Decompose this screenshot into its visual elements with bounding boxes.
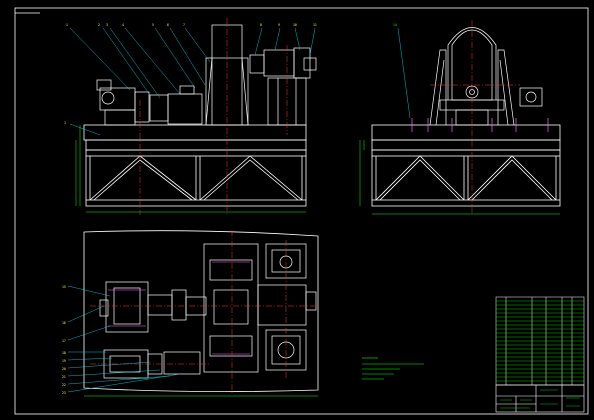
balloon-10: 10 [293,23,297,27]
balloon-22: 22 [62,383,66,387]
parts-list-rows [496,300,584,382]
balloon-17: 17 [62,339,66,343]
sheet-border [14,7,589,415]
balloon-5: 5 [152,23,154,27]
balloon-16: 16 [62,321,66,325]
front-leaders [69,27,316,136]
balloon-8: 8 [260,23,262,27]
title-block-fill [500,389,580,409]
side-frame [371,124,561,207]
front-frame [85,139,307,207]
frame-balloon: 1 [64,121,66,125]
balloon-14: 14 [393,23,397,27]
balloon-21: 21 [62,375,66,379]
balloon-15: 15 [62,285,66,289]
front-centerlines [139,18,288,215]
side-equipment [411,27,549,132]
balloon-18: 18 [62,351,66,355]
balloon-20: 20 [62,367,66,371]
balloon-19: 19 [62,359,66,363]
plan-view: 15 16 17 18 19 20 21 22 23 [62,230,320,397]
balloon-3: 3 [106,23,108,27]
balloon-4: 4 [122,23,124,27]
balloon-11: 11 [313,23,317,27]
balloon-9: 9 [278,23,280,27]
balloon-1: 1 [66,23,68,27]
balloon-6: 6 [167,23,169,27]
balloon-7: 7 [183,23,185,27]
front-equipment [96,24,317,126]
front-view: 1 2 3 4 5 6 7 8 9 10 11 1 [64,18,317,215]
side-view: 14 [359,20,561,215]
front-dimensions [75,125,306,213]
technical-notes [362,357,424,380]
balloon-2: 2 [98,23,100,27]
front-balloons: 1 2 3 4 5 6 7 8 9 10 11 1 [64,23,317,125]
title-block [495,384,585,413]
balloon-23: 23 [62,391,66,395]
